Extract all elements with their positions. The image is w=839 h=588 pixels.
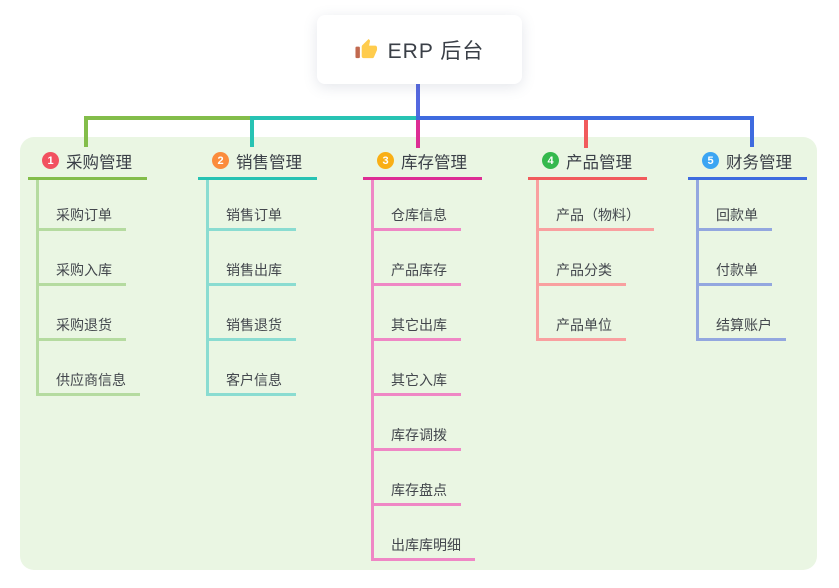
child-underline: [696, 338, 786, 341]
child-node[interactable]: 采购入库: [56, 262, 112, 278]
branch-underline: [28, 177, 147, 180]
child-underline: [371, 503, 461, 506]
child-node[interactable]: 付款单: [716, 262, 758, 278]
child-underline: [206, 283, 296, 286]
child-node[interactable]: 仓库信息: [391, 207, 447, 223]
child-underline: [371, 338, 461, 341]
child-underline: [371, 283, 461, 286]
branch-node-5[interactable]: 财务管理: [726, 154, 792, 172]
child-node[interactable]: 结算账户: [716, 317, 772, 333]
child-underline: [36, 283, 126, 286]
children-connector-line: [206, 180, 209, 396]
child-node[interactable]: 库存调拨: [391, 427, 447, 443]
branch-index-badge: 4: [542, 152, 559, 169]
child-underline: [206, 338, 296, 341]
child-node[interactable]: 供应商信息: [56, 372, 126, 388]
child-underline: [206, 393, 296, 396]
child-underline: [536, 228, 654, 231]
child-node[interactable]: 产品库存: [391, 262, 447, 278]
root-stem-line: [416, 84, 420, 120]
child-node[interactable]: 销售订单: [226, 207, 282, 223]
mindmap-background-panel: [20, 137, 817, 570]
branch-drop-line: [416, 120, 420, 148]
child-node[interactable]: 采购退货: [56, 317, 112, 333]
branch-index-badge: 2: [212, 152, 229, 169]
child-node[interactable]: 其它出库: [391, 317, 447, 333]
branch-drop-line: [584, 120, 588, 148]
child-node[interactable]: 销售出库: [226, 262, 282, 278]
child-underline: [36, 393, 140, 396]
branch-node-4[interactable]: 产品管理: [566, 154, 632, 172]
branch-drop-line: [84, 116, 88, 147]
child-node[interactable]: 其它入库: [391, 372, 447, 388]
child-underline: [536, 283, 626, 286]
branch-index-badge: 3: [377, 152, 394, 169]
thumbs-up-icon: [355, 38, 377, 59]
child-node[interactable]: 产品（物料）: [556, 207, 640, 223]
child-underline: [371, 228, 461, 231]
child-node[interactable]: 产品单位: [556, 317, 612, 333]
branch-underline: [363, 177, 482, 180]
branch-drop-line: [250, 116, 254, 147]
child-node[interactable]: 库存盘点: [391, 482, 447, 498]
child-node[interactable]: 销售退货: [226, 317, 282, 333]
root-label: ERP 后台: [387, 39, 485, 63]
child-underline: [371, 393, 461, 396]
branch-underline: [528, 177, 647, 180]
branch-node-3[interactable]: 库存管理: [401, 154, 467, 172]
child-underline: [371, 448, 461, 451]
child-node[interactable]: 出库库明细: [391, 537, 461, 553]
branch-index-badge: 5: [702, 152, 719, 169]
children-connector-line: [371, 180, 374, 561]
children-connector-line: [536, 180, 539, 341]
bus-segment-green: [84, 116, 254, 120]
child-node[interactable]: 回款单: [716, 207, 758, 223]
child-underline: [206, 228, 296, 231]
branch-node-2[interactable]: 销售管理: [236, 154, 302, 172]
branch-underline: [198, 177, 317, 180]
branch-index-badge: 1: [42, 152, 59, 169]
bus-segment-blue: [416, 116, 754, 120]
child-underline: [536, 338, 626, 341]
root-node[interactable]: ERP 后台: [317, 15, 522, 84]
child-underline: [696, 283, 772, 286]
child-underline: [36, 338, 126, 341]
branch-drop-line: [750, 116, 754, 147]
branch-underline: [688, 177, 807, 180]
children-connector-line: [696, 180, 699, 341]
branch-node-1[interactable]: 采购管理: [66, 154, 132, 172]
child-underline: [371, 558, 475, 561]
children-connector-line: [36, 180, 39, 396]
child-node[interactable]: 采购订单: [56, 207, 112, 223]
bus-segment-teal: [250, 116, 416, 120]
child-underline: [36, 228, 126, 231]
child-underline: [696, 228, 772, 231]
child-node[interactable]: 客户信息: [226, 372, 282, 388]
child-node[interactable]: 产品分类: [556, 262, 612, 278]
